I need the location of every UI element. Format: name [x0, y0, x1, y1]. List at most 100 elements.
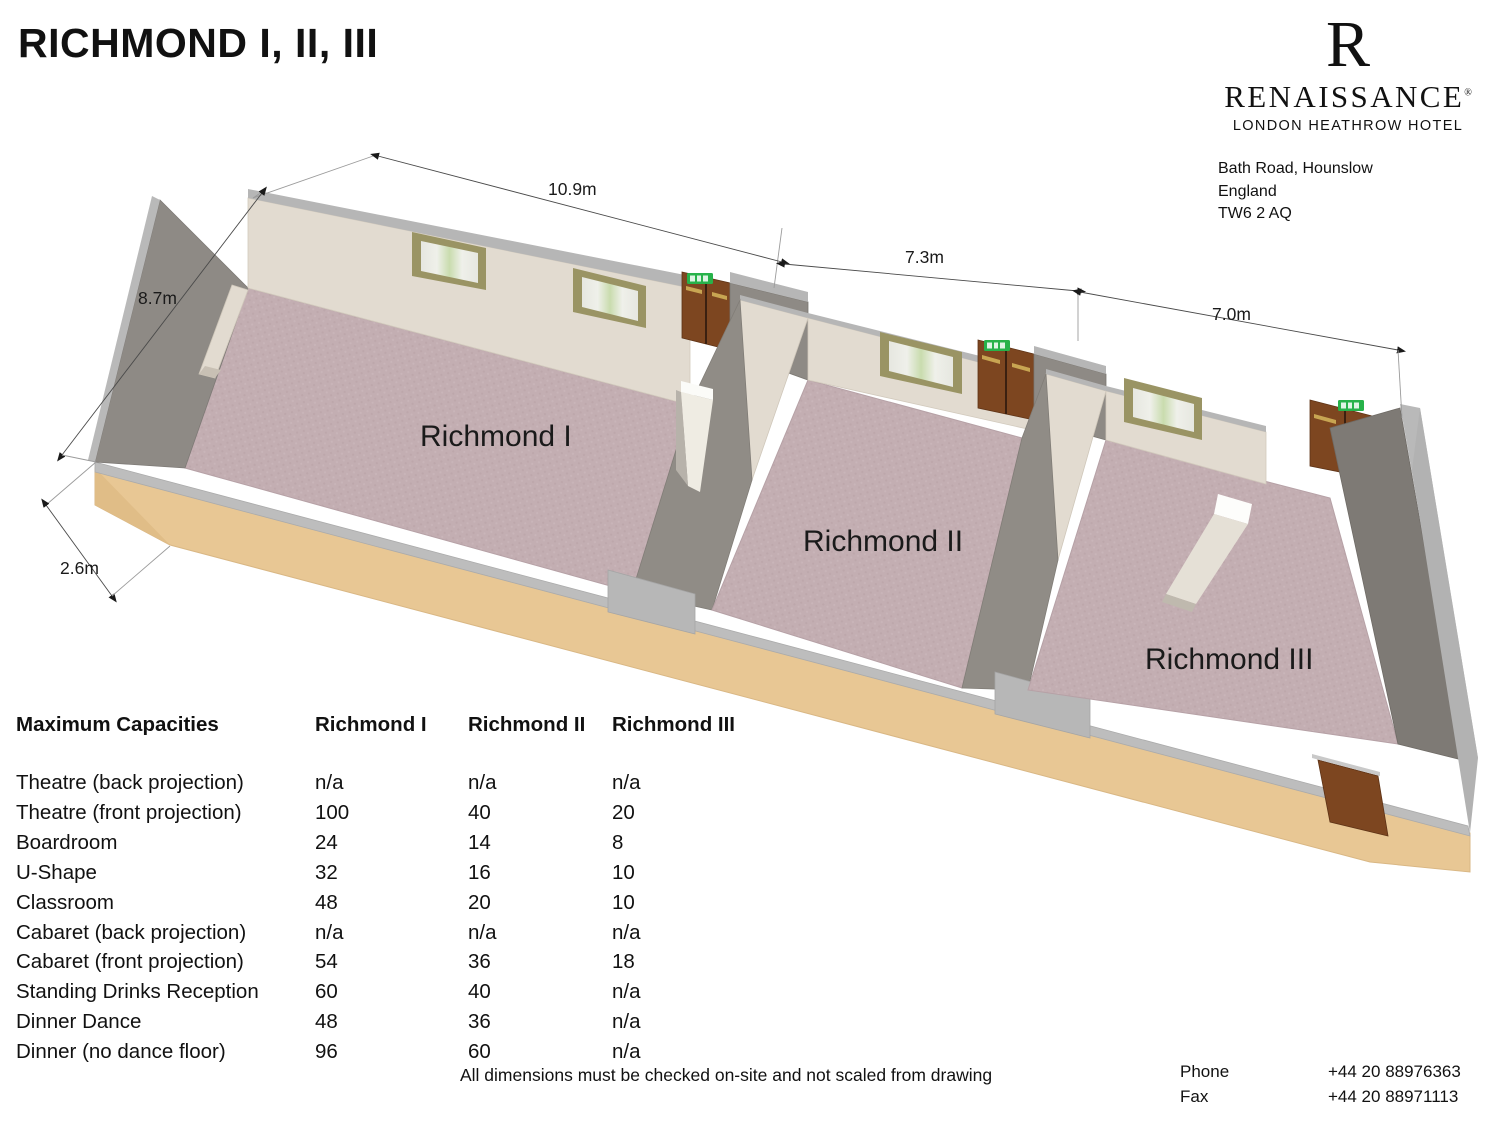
- room-label-richmond-i: Richmond I: [420, 420, 572, 453]
- richmond-iii-window: [1124, 378, 1202, 440]
- capacity-value: 36: [468, 950, 491, 974]
- capacity-value: 10: [612, 860, 635, 884]
- richmond-iii-column: [1162, 494, 1252, 612]
- capacity-value: 14: [468, 830, 491, 854]
- address-line-2: England: [1218, 182, 1277, 200]
- right-wall-outer-face: [1412, 408, 1478, 833]
- capacity-row-label: Theatre (front projection): [16, 800, 242, 824]
- hotel-brand-block: R RENAISSANCE® LONDON HEATHROW HOTEL: [1218, 12, 1478, 134]
- table-row: U-Shape 32 16 10: [16, 858, 776, 888]
- capacity-value: 60: [315, 980, 338, 1004]
- richmond-i-window-2: [573, 268, 646, 328]
- capacity-row-label: Dinner Dance: [16, 1010, 142, 1034]
- capacity-value: n/a: [612, 920, 641, 944]
- contact-fax-row: Fax +44 20 88971113: [1180, 1085, 1480, 1110]
- column-header-richmond-ii: Richmond II: [468, 713, 586, 736]
- table-row: Theatre (front projection) 100 40 20: [16, 798, 776, 828]
- base-plinth-bevel: [95, 468, 170, 545]
- capacity-value: n/a: [315, 770, 344, 794]
- capacity-row-label: U-Shape: [16, 860, 97, 884]
- capacity-value: 36: [468, 1010, 491, 1034]
- partition-stub-i-ii: [607, 569, 696, 635]
- capacity-value: 100: [315, 800, 350, 824]
- capacity-value: 8: [612, 830, 624, 854]
- brand-subtitle: LONDON HEATHROW HOTEL: [1232, 117, 1464, 134]
- brand-name-text: RENAISSANCE: [1224, 78, 1465, 114]
- fax-value: +44 20 88971113: [1328, 1086, 1459, 1106]
- capacity-value: 54: [315, 950, 338, 974]
- capacity-value: n/a: [612, 1040, 641, 1064]
- table-row: Dinner Dance 48 36 n/a: [16, 1007, 776, 1037]
- capacity-value: 40: [468, 800, 491, 824]
- capacity-row-label: Dinner (no dance floor): [16, 1040, 226, 1064]
- dimension-label-richmond-ii-length: 7.3m: [905, 247, 944, 267]
- partition-wall-i-ii-top: [740, 295, 808, 318]
- address-line-3: TW6 2 AQ: [1218, 205, 1292, 223]
- table-row: Boardroom 24 14 8: [16, 828, 776, 858]
- dimension-label-richmond-i-length: 10.9m: [548, 179, 597, 199]
- address-line-1: Bath Road, Hounslow: [1218, 160, 1373, 177]
- capacity-value: n/a: [612, 1010, 641, 1034]
- capacity-value: 60: [468, 1040, 491, 1064]
- richmond-ii-window: [880, 332, 962, 394]
- dimension-lines: [41, 152, 1406, 603]
- capacity-row-label: Classroom: [16, 890, 114, 914]
- brand-name: RENAISSANCE®: [1224, 79, 1472, 115]
- capacity-row-label: Cabaret (front projection): [16, 950, 244, 974]
- dimension-label-ceiling-height: 2.6m: [60, 558, 99, 578]
- table-row: Classroom 48 20 10: [16, 888, 776, 918]
- capacity-row-label: Cabaret (back projection): [16, 920, 247, 944]
- column-header-richmond-iii: Richmond III: [612, 713, 735, 736]
- phone-label: Phone: [1180, 1062, 1230, 1081]
- capacities-heading: Maximum Capacities: [16, 713, 219, 736]
- table-row: Standing Drinks Reception 60 40 n/a: [16, 977, 776, 1007]
- registered-trademark-icon: ®: [1464, 87, 1472, 99]
- column-header-richmond-i: Richmond I: [315, 713, 427, 736]
- capacity-value: n/a: [468, 920, 497, 944]
- capacity-value: 18: [612, 950, 635, 974]
- capacity-value: 48: [315, 890, 338, 914]
- capacities-table: Maximum Capacities Richmond I Richmond I…: [16, 710, 776, 1067]
- capacity-row-label: Boardroom: [16, 830, 118, 854]
- fax-label: Fax: [1180, 1086, 1209, 1106]
- capacity-value: 24: [315, 830, 338, 854]
- contact-phone-row: Phone +44 20 88976363: [1180, 1060, 1480, 1085]
- capacity-value: 40: [468, 980, 491, 1004]
- table-row: Cabaret (front projection) 54 36 18: [16, 947, 776, 977]
- disclaimer-note: All dimensions must be checked on-site a…: [460, 1065, 993, 1085]
- richmond-ii-exit-door: [977, 339, 1035, 421]
- capacity-value: 16: [468, 860, 491, 884]
- capacity-value: n/a: [315, 920, 344, 944]
- capacities-section: Maximum Capacities Richmond I Richmond I…: [16, 710, 776, 1067]
- partition-column-i: [676, 381, 713, 492]
- dimension-label-richmond-iii-length: 7.0m: [1212, 304, 1251, 324]
- capacity-row-label: Standing Drinks Reception: [16, 980, 259, 1004]
- table-row: Cabaret (back projection) n/a n/a n/a: [16, 918, 776, 948]
- richmond-iii-secondary-door: [1312, 754, 1389, 837]
- partition-wall-ii-iii-top: [1046, 369, 1106, 391]
- capacity-value: 20: [468, 890, 491, 914]
- richmond-i-exit-door: [681, 271, 731, 351]
- capacity-value: 20: [612, 800, 635, 824]
- capacity-value: n/a: [612, 770, 641, 794]
- contact-block: Phone +44 20 88976363 Fax +44 20 8897111…: [1180, 1060, 1480, 1109]
- page-title: RICHMOND I, II, III: [18, 20, 379, 66]
- partition-upper-ii-iii-cap: [1034, 346, 1106, 374]
- capacity-value: 96: [315, 1040, 338, 1064]
- capacity-value: 48: [315, 1010, 338, 1034]
- capacity-value: n/a: [468, 770, 497, 794]
- hotel-address: Bath Road, Hounslow England TW6 2 AQ: [1218, 158, 1478, 226]
- table-row: Dinner (no dance floor) 96 60 n/a: [16, 1037, 776, 1067]
- room-label-richmond-iii: Richmond III: [1145, 643, 1314, 676]
- capacity-value: n/a: [612, 980, 641, 1004]
- capacity-value: 32: [315, 860, 338, 884]
- capacity-value: 10: [612, 890, 635, 914]
- partition-wall-ii-iii-shadow: [961, 373, 1059, 691]
- table-header-row: Maximum Capacities Richmond I Richmond I…: [16, 710, 776, 768]
- room-label-richmond-ii: Richmond II: [803, 525, 964, 558]
- dimension-label-room-depth: 8.7m: [138, 288, 177, 308]
- phone-value: +44 20 88976363: [1328, 1062, 1461, 1081]
